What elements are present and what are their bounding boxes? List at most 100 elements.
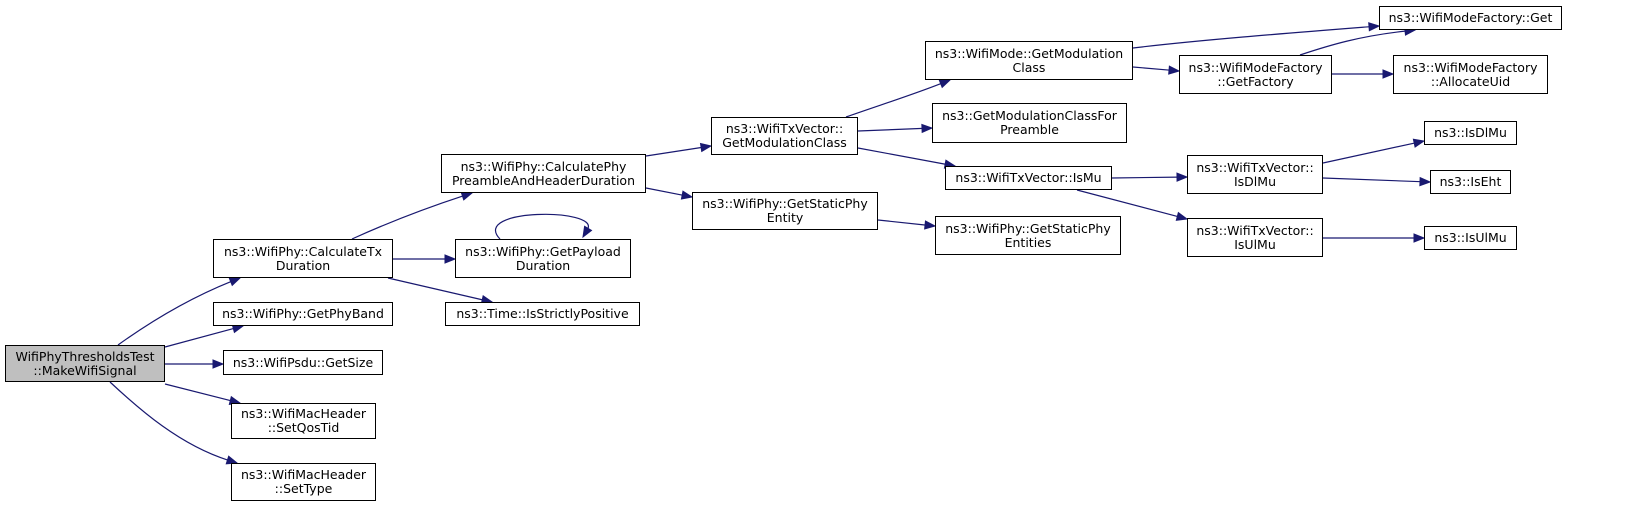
node-label-line: ns3::IsDlMu [1434, 125, 1507, 140]
node-getsize[interactable]: ns3::WifiPsdu::GetSize [223, 350, 383, 375]
node-label-line: ns3::GetModulationClassFor [942, 108, 1117, 123]
node-isstrict[interactable]: ns3::Time::IsStrictlyPositive [445, 302, 640, 326]
node-label-line: ns3::WifiPhy::GetPayload [465, 243, 621, 259]
node-label-line: ns3::WifiPhy::GetPhyBand [222, 306, 384, 321]
node-label-line: ns3::WifiTxVector:: [725, 121, 844, 136]
node-label-line: Duration [275, 257, 331, 273]
node-label-line: ns3::WifiPhy::CalculatePhy [460, 158, 627, 174]
node-factget[interactable]: ns3::WifiModeFactory::Get [1379, 6, 1562, 30]
node-label-line: IsDlMu [1233, 173, 1276, 189]
edge-arrowhead [1176, 172, 1189, 182]
node-label-line: ns3::WifiPsdu::GetSize [232, 354, 374, 370]
node-label-line: Entities [1004, 234, 1052, 250]
node-txgetmod[interactable]: ns3::WifiTxVector::GetModulationClass [711, 117, 858, 155]
edge-arrowhead [1419, 176, 1432, 187]
node-isdlmu[interactable]: ns3::WifiTxVector::IsDlMu [1187, 155, 1323, 194]
node-label-line: ns3::WifiPhy::GetStaticPhy [702, 196, 868, 211]
node-label-line: ns3::Time::IsStrictlyPositive [456, 306, 629, 321]
edge-calcpre-to-txgetmod [645, 146, 703, 157]
node-label-line: ::SetType [274, 481, 333, 496]
node-label-line: ns3::WifiModeFactory [1188, 59, 1323, 75]
node-label-line: Preamble [1000, 122, 1059, 137]
edge-txgetmod-to-getmodpre [857, 127, 924, 132]
edge-arrowhead [212, 359, 225, 369]
edge-arrowhead [582, 225, 593, 239]
edge-arrowhead [1413, 233, 1426, 243]
edge-modegetmod-to-getfactory [1132, 66, 1171, 71]
node-label-line: ns3::WifiPhy::CalculateTx [223, 243, 383, 259]
edge-make-to-settype [109, 381, 229, 461]
node-isulmu2[interactable]: ns3::IsUlMu [1424, 226, 1517, 250]
edge-arrowhead [444, 254, 457, 264]
edge-calctx-to-calcpre [351, 195, 464, 240]
node-label-line: ns3::WifiTxVector::IsMu [955, 170, 1102, 185]
node-label-line: WifiPhyThresholdsTest [15, 348, 155, 364]
node-ismu[interactable]: ns3::WifiTxVector::IsMu [945, 166, 1112, 190]
edge-make-to-getphyband [164, 327, 235, 348]
edge-txgetmod-to-modegetmod [845, 82, 942, 118]
node-label-line: IsUlMu [1234, 236, 1276, 252]
edge-ismu-to-isdlmu [1111, 176, 1179, 179]
edge-getstatic-to-getstatics [877, 219, 927, 226]
edge-ismu-to-isulmu [1076, 189, 1179, 218]
edge-arrowhead [924, 220, 937, 230]
node-label-line: GetModulationClass [722, 135, 847, 150]
edge-arrowhead [921, 123, 934, 134]
node-getphyband[interactable]: ns3::WifiPhy::GetPhyBand [213, 302, 393, 326]
node-isulmu[interactable]: ns3::WifiTxVector::IsUlMu [1187, 218, 1323, 257]
node-iseht[interactable]: ns3::IsEht [1430, 170, 1511, 194]
edge-arrowhead [1368, 22, 1381, 32]
edge-arrowhead [1168, 65, 1181, 75]
edge-arrowhead [1382, 69, 1395, 79]
node-label-line: Class [1012, 59, 1046, 75]
edge-getfactory-to-factget [1299, 30, 1407, 56]
edge-getpayload-to-getpayload [495, 213, 589, 240]
node-label-line: ns3::WifiMode::GetModulation [934, 45, 1124, 61]
edge-arrowhead [680, 190, 694, 200]
node-settype[interactable]: ns3::WifiMacHeader::SetType [231, 463, 376, 501]
edge-arrowhead [460, 191, 474, 201]
node-label-line: ns3::IsUlMu [1434, 230, 1507, 245]
node-isdlmu2[interactable]: ns3::IsDlMu [1424, 121, 1517, 145]
edge-make-to-setqos [164, 383, 232, 402]
node-label-line: ns3::WifiMacHeader [240, 467, 367, 482]
node-make: WifiPhyThresholdsTest::MakeWifiSignal [5, 345, 165, 382]
node-label-line: ns3::WifiPhy::GetStaticPhy [945, 220, 1111, 236]
node-label-line: ns3::WifiTxVector:: [1196, 222, 1314, 238]
edge-modegetmod-to-factget [1132, 26, 1371, 49]
node-label-line: ::MakeWifiSignal [33, 362, 137, 378]
node-label-line: ::SetQosTid [267, 420, 340, 435]
edge-isdlmu-to-iseht [1322, 177, 1422, 183]
edge-isdlmu-to-isdlmu2 [1322, 142, 1416, 164]
node-label-line: ::AllocateUid [1430, 73, 1511, 89]
node-label-line: Duration [515, 257, 571, 273]
edge-arrowhead [1412, 138, 1426, 148]
node-getfactory[interactable]: ns3::WifiModeFactory::GetFactory [1179, 55, 1332, 94]
node-label-line: ns3::IsEht [1439, 174, 1502, 189]
node-setqos[interactable]: ns3::WifiMacHeader::SetQosTid [231, 403, 376, 439]
edge-make-to-calctx [117, 280, 232, 346]
edge-txgetmod-to-ismu [857, 147, 947, 165]
node-allocuid[interactable]: ns3::WifiModeFactory::AllocateUid [1393, 55, 1548, 94]
edge-arrowhead [938, 79, 952, 89]
node-label-line: ns3::WifiMacHeader [240, 406, 367, 421]
edge-calctx-to-isstrict [387, 277, 484, 301]
node-label-line: ns3::WifiModeFactory::Get [1388, 10, 1553, 25]
node-label-line: ::GetFactory [1217, 73, 1294, 89]
edge-arrowhead [699, 142, 713, 153]
edge-arrowhead [228, 277, 242, 287]
node-label-line: ns3::WifiTxVector:: [1196, 159, 1314, 175]
node-label-line: Entity [766, 210, 804, 225]
edge-calcpre-to-getstatic [645, 187, 684, 196]
node-label-line: ns3::WifiModeFactory [1403, 59, 1538, 75]
edge-arrowhead [1175, 211, 1189, 221]
